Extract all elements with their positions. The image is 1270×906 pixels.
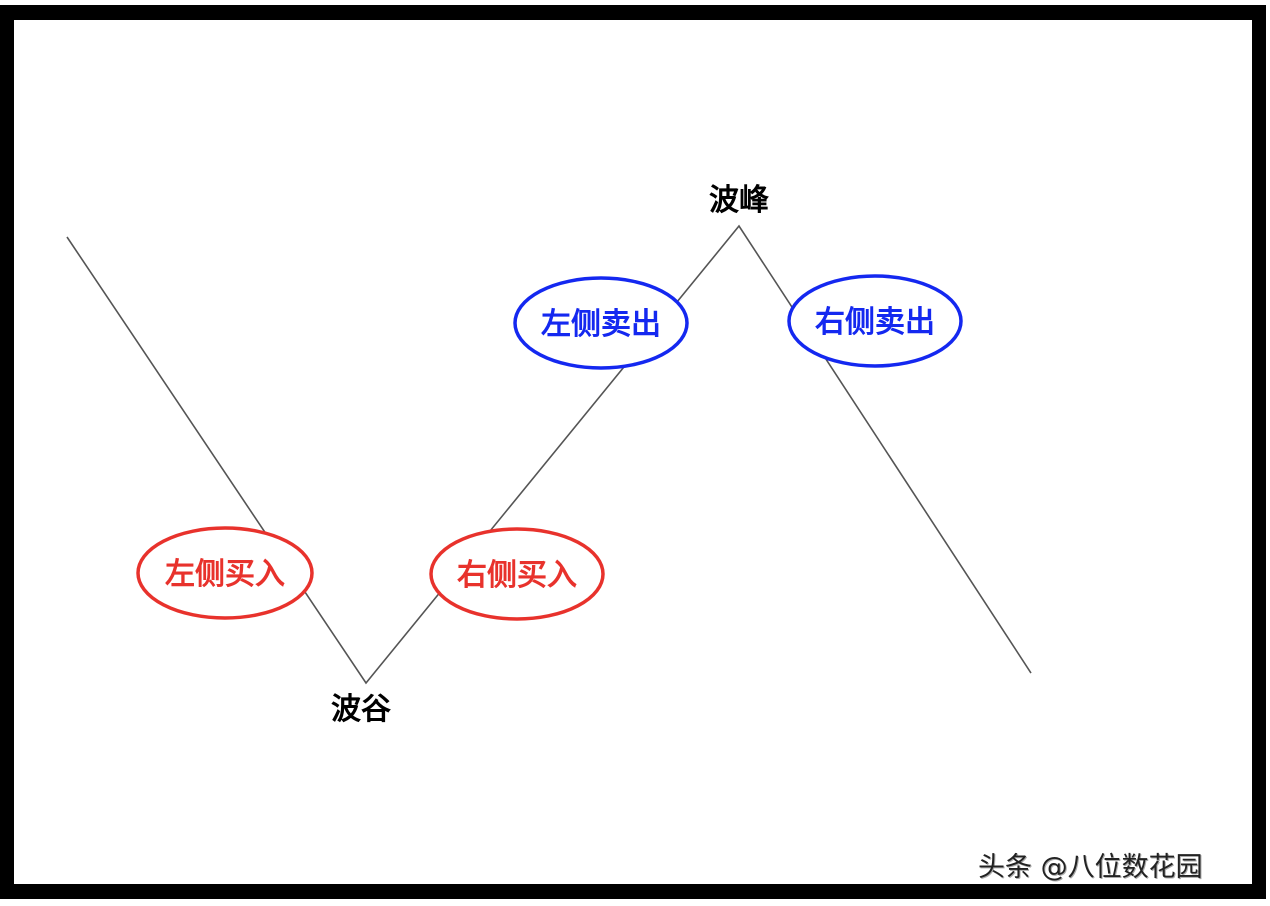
trough-label: 波谷	[331, 692, 391, 727]
price-wave-line	[66, 224, 1032, 685]
marker-right-buy: 右侧买入	[429, 527, 605, 621]
marker-left-buy: 左侧买入	[136, 526, 314, 620]
marker-right-sell: 右侧卖出	[787, 274, 963, 368]
marker-label: 右侧卖出	[815, 305, 935, 340]
peak-label: 波峰	[709, 183, 769, 218]
diagram-canvas	[14, 20, 1252, 884]
marker-label: 左侧买入	[165, 557, 285, 592]
watermark: 头条 @八位数花园	[978, 852, 1203, 883]
marker-label: 左侧卖出	[541, 307, 661, 342]
marker-label: 右侧买入	[457, 558, 577, 593]
marker-left-sell: 左侧卖出	[513, 276, 689, 370]
